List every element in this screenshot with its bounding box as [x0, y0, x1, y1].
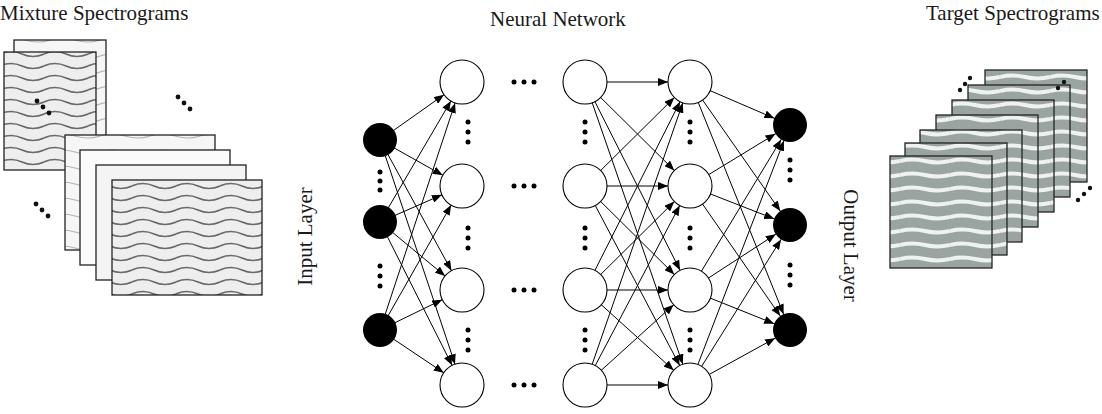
- ellipsis-dots: [378, 120, 793, 353]
- layer-label: Input Layer: [293, 187, 316, 286]
- mixture-stack: [65, 135, 262, 295]
- input-neuron: [363, 123, 397, 347]
- ellipsis-dots: [512, 80, 537, 388]
- connection-line: [585, 82, 690, 385]
- layer-label: Output Layer: [838, 189, 861, 302]
- figure-label: Target Spectrograms: [926, 2, 1100, 25]
- hidden-neuron: [440, 60, 712, 407]
- figure-label: Neural Network: [490, 8, 626, 31]
- ellipsis-dots: [958, 76, 1092, 202]
- figure-label: Mixture Spectrograms: [0, 2, 188, 25]
- target-stack: [890, 70, 1087, 268]
- output-neuron: [773, 108, 807, 347]
